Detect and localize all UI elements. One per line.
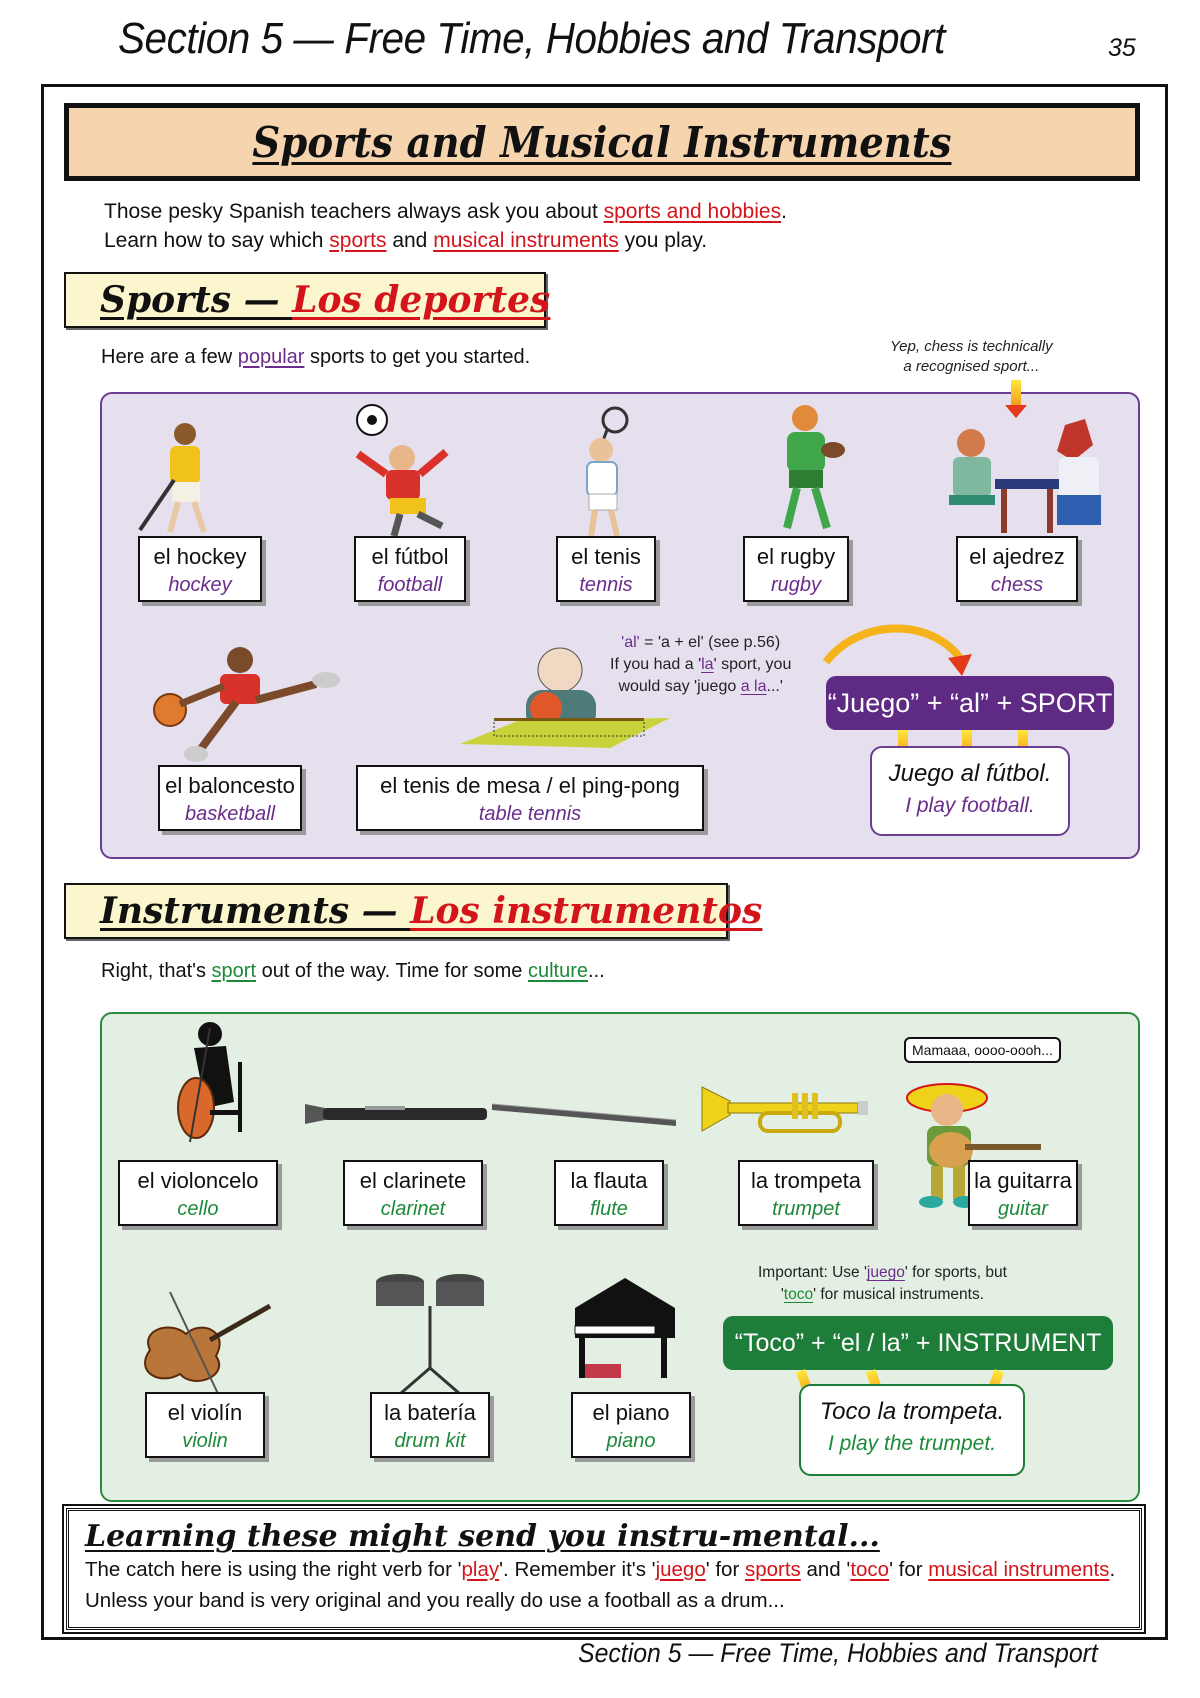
- vocab-card-piano: el piano piano: [571, 1392, 691, 1458]
- summary-body: The catch here is using the right verb f…: [85, 1558, 1116, 1612]
- speech-bubble: Mamaaa, oooo-oooh...: [904, 1037, 1061, 1063]
- guitar-player-icon: [906, 1083, 1041, 1208]
- trumpet-icon: [701, 1086, 868, 1133]
- basketball-player-icon: [153, 647, 340, 762]
- link-culture[interactable]: culture: [527, 960, 589, 982]
- instruments-section-heading: Instruments — Los instrumentos: [64, 883, 762, 939]
- clarinet-icon: [305, 1104, 487, 1124]
- piano-icon: [574, 1278, 675, 1378]
- chess-players-icon: [949, 419, 1101, 533]
- link-juego[interactable]: juego: [655, 1558, 706, 1581]
- hockey-player-icon: [138, 423, 207, 533]
- page-title: Sports and Musical Instruments: [252, 117, 952, 167]
- title-banner: Sports and Musical Instruments: [64, 103, 1140, 181]
- juego-formula: “Juego” + “al” + SPORT: [826, 676, 1114, 730]
- toco-example: Toco la trompeta. I play the trumpet.: [799, 1384, 1025, 1476]
- intro-line-1: Those pesky Spanish teachers always ask …: [104, 200, 787, 223]
- vocab-card-rugby: el rugby rugby: [743, 536, 849, 602]
- drum-kit-icon: [376, 1274, 484, 1396]
- vocab-card-drum-kit: la batería drum kit: [370, 1392, 490, 1458]
- vocab-card-football: el fútbol football: [354, 536, 466, 602]
- link-sports-and-hobbies[interactable]: sports and hobbies: [603, 200, 782, 223]
- vocab-card-table-tennis: el tenis de mesa / el ping-pong table te…: [356, 765, 704, 831]
- vocab-card-tennis: el tenis tennis: [556, 536, 656, 602]
- instruments-lead: Right, that's sport out of the way. Time…: [101, 960, 605, 982]
- page-number: 35: [1108, 34, 1136, 62]
- link-sport[interactable]: sport: [211, 960, 257, 982]
- vocab-card-violin: el violín violin: [145, 1392, 265, 1458]
- vocab-card-trumpet: la trompeta trumpet: [738, 1160, 874, 1226]
- sports-lead: Here are a few popular sports to get you…: [101, 346, 531, 368]
- sports-section-heading: Sports — Los deportes: [64, 272, 550, 328]
- rugby-player-icon: [783, 405, 845, 530]
- juego-toco-note: Important: Use 'juego' for sports, but '…: [758, 1264, 1007, 1303]
- vocab-card-chess: el ajedrez chess: [956, 536, 1078, 602]
- page-frame: [41, 84, 1168, 1640]
- chess-note-arrow-icon: [1005, 380, 1027, 418]
- toco-formula: “Toco” + “el / la” + INSTRUMENT: [723, 1316, 1113, 1370]
- flute-icon: [491, 1103, 677, 1126]
- chess-note: Yep, chess is technically a recognised s…: [890, 338, 1053, 375]
- juego-example: Juego al fútbol. I play football.: [870, 746, 1070, 836]
- vocab-card-basketball: el baloncesto basketball: [158, 765, 302, 831]
- cello-player-icon: [177, 1022, 242, 1143]
- tennis-player-icon: [586, 406, 629, 537]
- link-sports[interactable]: sports: [329, 229, 387, 252]
- link-musical-instruments[interactable]: musical instruments: [433, 229, 619, 252]
- vocab-card-hockey: el hockey hockey: [138, 536, 262, 602]
- violin-icon: [144, 1291, 272, 1399]
- running-header: Section 5 — Free Time, Hobbies and Trans…: [118, 14, 945, 63]
- link-toco[interactable]: toco: [850, 1558, 890, 1581]
- running-footer: Section 5 — Free Time, Hobbies and Trans…: [578, 1638, 1098, 1668]
- link-musical-instruments[interactable]: musical instruments: [928, 1558, 1110, 1581]
- table-tennis-player-icon: [460, 647, 670, 748]
- summary-title: Learning these might send you instru-men…: [85, 1519, 880, 1554]
- link-sports[interactable]: sports: [744, 1558, 801, 1581]
- intro-line-2: Learn how to say which sports and musica…: [104, 229, 708, 252]
- football-player-icon: [355, 404, 449, 537]
- al-grammar-note: 'al' = 'a + el' (see p.56) If you had a …: [610, 634, 792, 695]
- vocab-card-guitar: la guitarra guitar: [968, 1160, 1078, 1226]
- summary-box: Learning these might send you instru-men…: [62, 1504, 1146, 1634]
- link-play[interactable]: play: [461, 1558, 500, 1581]
- vocab-card-cello: el violoncelo cello: [118, 1160, 278, 1226]
- vocab-card-flute: la flauta flute: [554, 1160, 664, 1226]
- link-popular[interactable]: popular: [237, 346, 305, 368]
- vocab-card-clarinet: el clarinete clarinet: [343, 1160, 483, 1226]
- curved-arrow-icon: [822, 624, 972, 676]
